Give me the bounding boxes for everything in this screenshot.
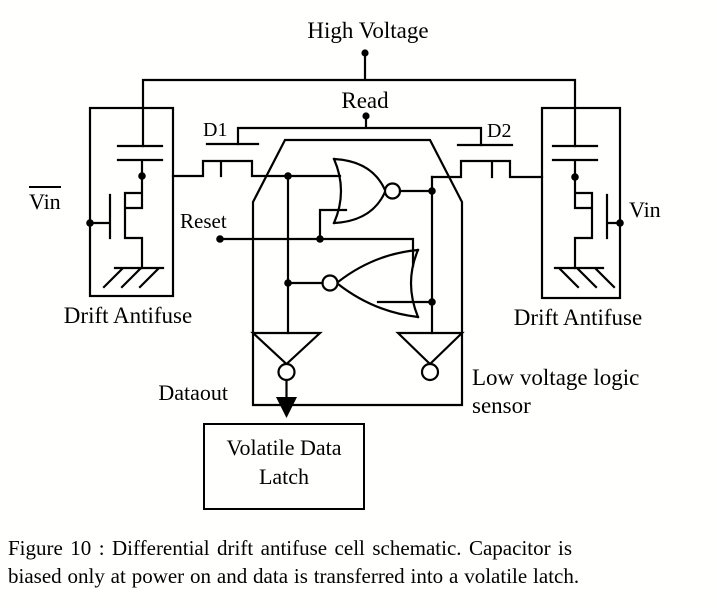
drift-antifuse-label-left: Drift Antifuse <box>63 303 193 328</box>
sensor-outline <box>251 138 464 407</box>
sensor-label-line1: Low voltage logic <box>472 365 640 390</box>
sensor-label: Low voltage logic sensor <box>472 364 639 420</box>
drift-antifuse-box-right <box>540 106 622 300</box>
vin-label: Vin <box>629 197 661 222</box>
pass-transistor-d2 <box>430 143 544 179</box>
nor-top-input-reset <box>318 208 348 241</box>
latch-wiring <box>218 174 434 335</box>
pass-transistor-d1 <box>171 142 290 178</box>
mosfet-left <box>88 174 144 270</box>
vin-bar-text: Vin <box>29 186 61 214</box>
read-label: Read <box>341 88 389 113</box>
drift-antifuse-label-right: Drift Antifuse <box>513 305 643 330</box>
nor-gate-bottom <box>286 248 420 319</box>
read-rail <box>236 114 483 147</box>
junction-dots <box>86 49 624 306</box>
ground-symbol-right <box>553 266 616 289</box>
reset-wire <box>218 237 415 268</box>
inverter-right <box>395 331 465 382</box>
latch-label-line1: Volatile Data <box>226 435 342 460</box>
vin-bar-label: Vin <box>29 186 61 214</box>
figure-caption-line1: Figure 10 : Differential drift antifuse … <box>8 536 573 560</box>
dataout-label: Dataout <box>158 380 228 405</box>
latch-label-line2: Latch <box>258 464 310 489</box>
figure-caption-line2: biased only at power on and data is tran… <box>8 564 580 588</box>
nor-gate-top <box>332 157 434 225</box>
sensor-label-line2: sensor <box>472 393 531 418</box>
mosfet-right <box>573 175 622 270</box>
capacitor-right <box>551 144 599 179</box>
high-voltage-rail <box>141 51 577 148</box>
d1-label: D1 <box>203 119 228 141</box>
capacitor-left <box>116 144 164 178</box>
d2-label: D2 <box>487 120 512 142</box>
reset-label: Reset <box>180 209 227 233</box>
drift-antifuse-box-left <box>88 106 175 298</box>
dataout-arrowhead <box>276 397 297 418</box>
inverter-left <box>250 331 323 418</box>
ground-symbol-left <box>102 266 165 289</box>
volatile-data-latch-box: Volatile Data Latch <box>203 423 365 510</box>
high-voltage-label: High Voltage <box>307 18 429 43</box>
